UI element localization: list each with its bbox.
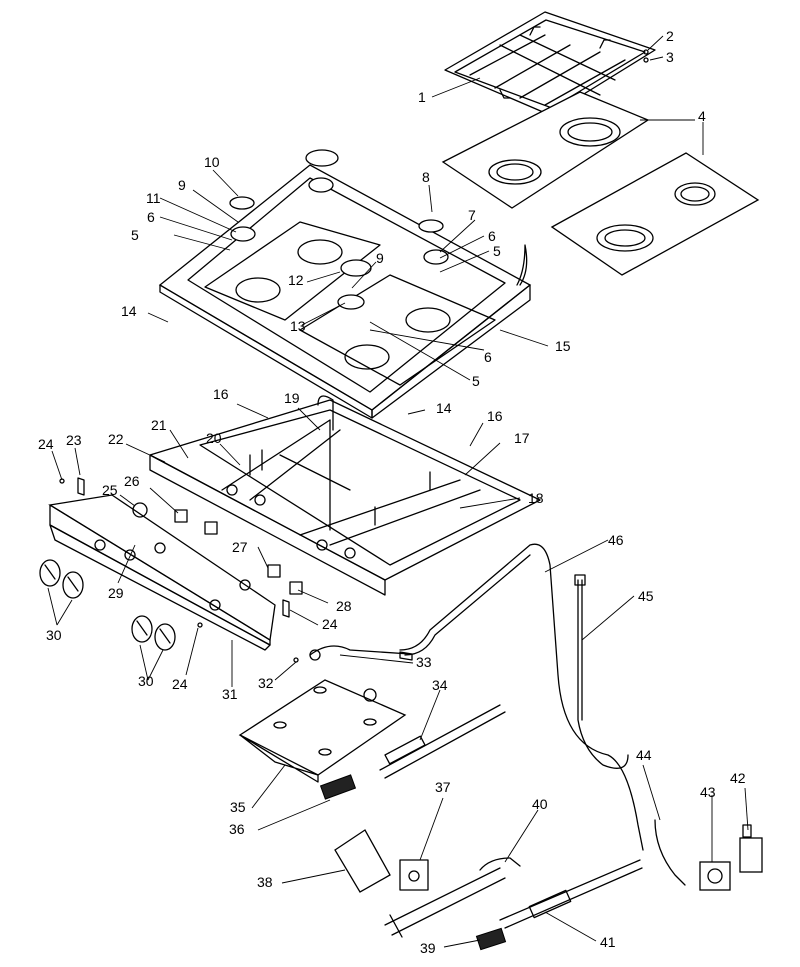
- callout-18: 18: [528, 490, 544, 506]
- part-regulator: [699, 824, 763, 891]
- callout-6b: 6: [488, 228, 496, 244]
- callout-12: 12: [288, 272, 304, 288]
- part-control-panel: [48, 494, 276, 651]
- callout-24a: 24: [38, 436, 54, 452]
- part-cover-panels: [441, 91, 760, 276]
- part-tube-41: [475, 859, 643, 951]
- part-bracket-37-38: [334, 829, 429, 893]
- callout-8: 8: [422, 169, 430, 185]
- callout-26: 26: [124, 473, 140, 489]
- callout-28: 28: [336, 598, 352, 614]
- part-burner-tube-40: [384, 857, 521, 938]
- callout-38: 38: [257, 874, 273, 890]
- callout-11: 11: [146, 190, 161, 206]
- callout-24c: 24: [172, 676, 188, 692]
- callout-9a: 9: [178, 177, 186, 193]
- callout-9b: 9: [376, 250, 384, 266]
- callout-17: 17: [514, 430, 530, 446]
- part-grate: [444, 11, 656, 116]
- callout-20: 20: [206, 430, 222, 446]
- callout-6a: 6: [147, 209, 155, 225]
- callout-36: 36: [229, 821, 245, 837]
- callout-15: 15: [555, 338, 571, 354]
- callout-5b: 5: [493, 243, 501, 259]
- callout-7: 7: [468, 207, 476, 223]
- part-valves: [132, 502, 303, 595]
- callout-2: 2: [666, 28, 674, 44]
- part-igniter-33: [293, 645, 413, 663]
- callout-46: 46: [608, 532, 624, 548]
- callout-5c: 5: [472, 373, 480, 389]
- part-burners: [229, 149, 449, 310]
- callout-41: 41: [600, 934, 616, 950]
- callout-1: 1: [418, 89, 426, 105]
- callout-10: 10: [204, 154, 220, 170]
- part-tube-34: [379, 704, 506, 779]
- callout-5a: 5: [131, 227, 139, 243]
- part-gas-lines: [399, 543, 686, 886]
- callout-33: 33: [416, 654, 432, 670]
- callout-16b: 16: [487, 408, 503, 424]
- part-terminal-36: [319, 774, 357, 800]
- callout-43: 43: [700, 784, 716, 800]
- callout-21: 21: [151, 417, 167, 433]
- callout-23: 23: [66, 432, 82, 448]
- callout-6c: 6: [484, 349, 492, 365]
- callout-3: 3: [666, 49, 674, 65]
- callout-34: 34: [432, 677, 448, 693]
- callout-4: 4: [698, 108, 706, 124]
- callout-14b: 14: [436, 400, 452, 416]
- callout-44: 44: [636, 747, 652, 763]
- callout-labels: 1 2 3 4 5 5 5 6 6 6 7 8 9 9 10 11 12 13 …: [38, 28, 746, 956]
- callout-35: 35: [230, 799, 246, 815]
- callout-19: 19: [284, 390, 300, 406]
- part-cooktop: [158, 164, 532, 419]
- part-knobs: [39, 559, 176, 651]
- callout-29: 29: [108, 585, 124, 601]
- callout-37: 37: [435, 779, 451, 795]
- callout-32: 32: [258, 675, 274, 691]
- callout-39: 39: [420, 940, 436, 956]
- callout-16a: 16: [213, 386, 229, 402]
- callout-31: 31: [222, 686, 238, 702]
- callout-22: 22: [108, 431, 124, 447]
- callout-30a: 30: [46, 627, 62, 643]
- callout-13: 13: [290, 318, 306, 334]
- callout-24b: 24: [322, 616, 338, 632]
- leader-lines: [47, 35, 749, 948]
- part-screws-2-3: [643, 49, 649, 63]
- part-shield-35: [238, 679, 407, 783]
- callout-30b: 30: [138, 673, 154, 689]
- part-frame-assembly: [149, 395, 541, 596]
- callout-25: 25: [102, 482, 118, 498]
- callout-27: 27: [232, 539, 248, 555]
- callout-45: 45: [638, 588, 654, 604]
- callout-40: 40: [532, 796, 548, 812]
- callout-42: 42: [730, 770, 746, 786]
- callout-14a: 14: [121, 303, 137, 319]
